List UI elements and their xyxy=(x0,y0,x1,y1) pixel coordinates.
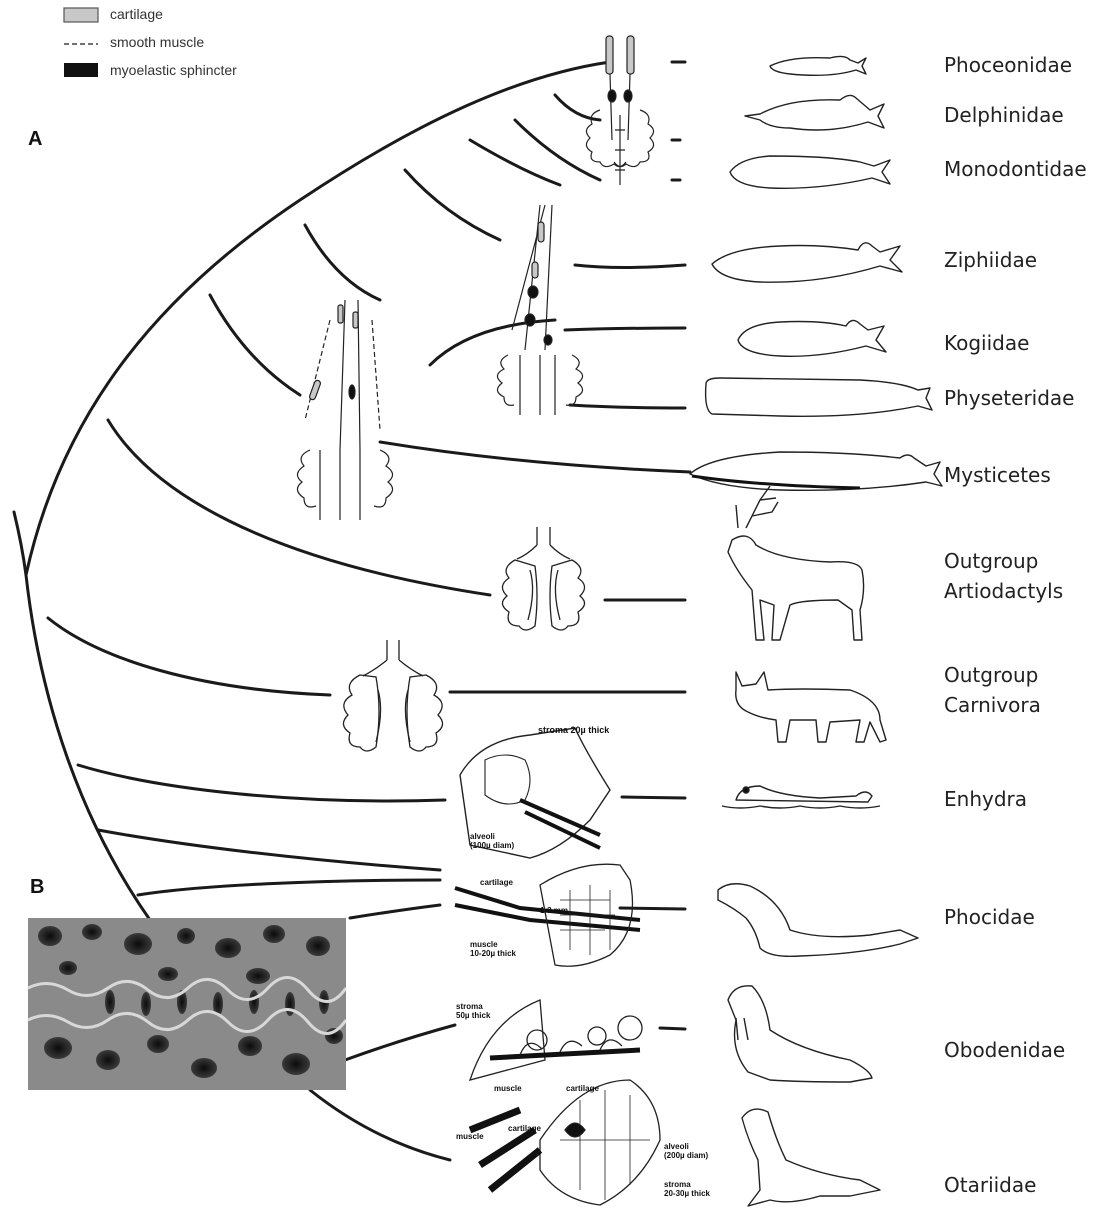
panel-label-a: A xyxy=(28,128,42,151)
taxon-label: Otariidae xyxy=(944,1170,1036,1200)
tree-main-arc xyxy=(26,62,610,575)
walrus-icon xyxy=(728,986,872,1082)
taxon-label: Ziphiidae xyxy=(944,245,1037,275)
otariid-alveoli-label: alveoli (200µ diam) xyxy=(664,1142,708,1160)
porpoise-icon xyxy=(770,56,866,75)
tree-carnivora-arc xyxy=(26,575,150,920)
tree-root-branch xyxy=(14,512,26,575)
obodenid-muscle-label: muscle xyxy=(494,1084,522,1093)
lung-micrograph-image xyxy=(28,918,346,1090)
enhydra-stroma-label: stroma 20µ thick xyxy=(538,725,609,735)
delphinid-airway-drawing xyxy=(586,36,653,185)
deer-icon xyxy=(728,486,864,640)
otariid-muscle-label: muscle xyxy=(456,1132,484,1141)
taxon-label: Phoceonidae xyxy=(944,50,1072,80)
taxon-label: Delphinidae xyxy=(944,100,1064,130)
phocid-scale-label: 1-3 mm xyxy=(540,906,568,915)
mysticete-airway-drawing xyxy=(297,300,392,520)
legend-cartilage-label: cartilage xyxy=(110,6,163,22)
carnivora-lung-drawing xyxy=(343,640,442,751)
obodenid-lung-drawing xyxy=(470,1000,642,1080)
taxon-label: Kogiidae xyxy=(944,328,1029,358)
panel-label-b: B xyxy=(30,876,44,899)
dolphin-icon xyxy=(745,95,884,130)
taxon-label: Enhydra xyxy=(944,784,1027,814)
artiodactyl-lung-drawing xyxy=(502,527,584,630)
physeterid-airway-drawing xyxy=(497,205,582,415)
legend xyxy=(64,8,98,77)
taxon-label: Phocidae xyxy=(944,902,1035,932)
otariid-cartilage-label: cartilage xyxy=(508,1124,541,1133)
beaked-whale-icon xyxy=(712,243,902,282)
phocid-cartilage-label: cartilage xyxy=(480,878,513,887)
obodenid-cartilage-label: cartilage xyxy=(566,1084,599,1093)
baleen-whale-icon xyxy=(690,452,942,490)
legend-sphincter-swatch xyxy=(64,63,98,77)
sea-lion-icon xyxy=(742,1109,880,1206)
legend-cartilage-swatch xyxy=(64,8,98,22)
beluga-icon xyxy=(730,156,890,188)
enhydra-alveoli-label: alveoli (100µ diam) xyxy=(470,832,514,850)
pygmy-sperm-whale-icon xyxy=(738,320,886,356)
otariid-lung-drawing xyxy=(470,1080,660,1205)
sperm-whale-icon xyxy=(706,378,932,416)
legend-sphincter-label: myoelastic sphincter xyxy=(110,62,237,78)
cat-icon xyxy=(736,672,886,742)
seal-icon xyxy=(718,884,918,957)
legend-smooth-muscle-label: smooth muscle xyxy=(110,34,204,50)
taxon-label: Monodontidae xyxy=(944,154,1087,184)
obodenid-stroma-label: stroma 50µ thick xyxy=(456,1002,490,1020)
otariid-stroma-label: stroma 20-30µ thick xyxy=(664,1180,710,1198)
taxon-label: Obodenidae xyxy=(944,1035,1065,1065)
taxon-label: Mysticetes xyxy=(944,460,1051,490)
phocid-muscle-label: muscle 10-20µ thick xyxy=(470,940,516,958)
taxon-label: Physeteridae xyxy=(944,383,1074,413)
taxon-label: Outgroup Carnivora xyxy=(944,660,1041,720)
taxon-label: Outgroup Artiodactyls xyxy=(944,546,1063,606)
